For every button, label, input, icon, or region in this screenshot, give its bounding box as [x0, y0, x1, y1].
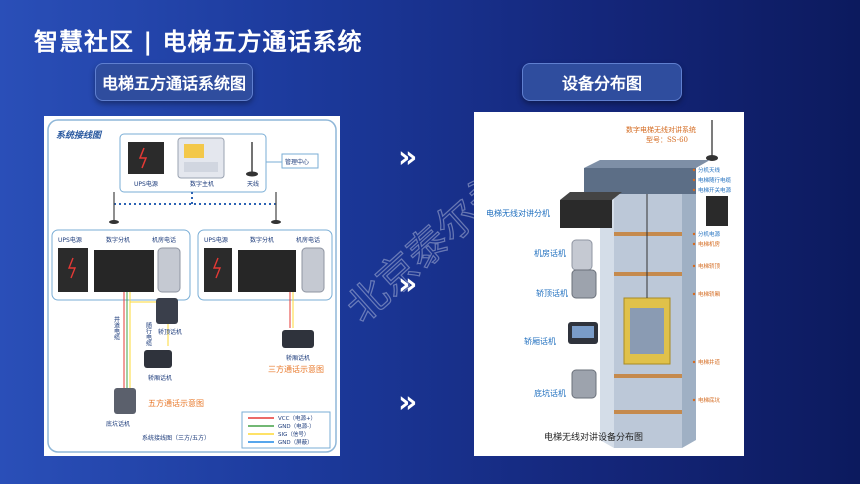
distribution-callout-label: 电梯轿厢 [698, 290, 721, 298]
right-ups-label: UPS电源 [204, 236, 228, 244]
distribution-callout-label: 电梯底坑 [698, 396, 721, 404]
car-phone-device [144, 350, 172, 368]
callout-dot [692, 178, 696, 182]
distribution-callout-label: 电梯轿顶 [698, 262, 721, 270]
right-phone-label: 机房电话 [296, 236, 320, 244]
legend-label: GND（屏蔽） [278, 438, 313, 446]
distribution-callout-label: 电梯井道 [698, 358, 721, 366]
callout-dot [692, 168, 696, 172]
distribution-callout-label: 电梯开关电源 [698, 186, 732, 194]
pit-phone-device [114, 388, 136, 414]
pit-phone-device [571, 369, 597, 399]
callout-dot [692, 264, 696, 268]
right-splitter-label: 数字分机 [250, 236, 274, 244]
system-wiring-diagram: 系统接线图 UPS电源 数字主机 天线 管理中心 UPS电源 数字分机 机房电话 [44, 116, 340, 456]
wiring-diagram-header: 系统接线图 [56, 130, 103, 141]
system-title: 数字电梯无线对讲系统 [626, 125, 696, 134]
arrow-icon: » [398, 140, 418, 175]
callout-dot [692, 232, 696, 236]
legend-label: GND（电源-） [278, 422, 315, 430]
management-center-box [281, 153, 319, 169]
right-car-phone-device [282, 330, 314, 348]
left-splitter-device [94, 250, 154, 292]
well-cable-label: 井道电缆 [113, 315, 120, 341]
car-top-phone-label: 轿顶话机 [536, 288, 568, 298]
antenna-label: 天线 [247, 180, 259, 188]
system-model: 型号：SS-60 [646, 135, 688, 144]
callout-dot [692, 188, 696, 192]
car-top-phone-device [156, 298, 178, 324]
callout-dot [692, 360, 696, 364]
left-ups-label: UPS电源 [58, 236, 82, 244]
page-title: 智慧社区 | 电梯五方通话系统 [34, 28, 363, 56]
top-ups-label: UPS电源 [134, 180, 158, 188]
machine-room-phone-label: 机房话机 [534, 248, 566, 258]
device-distribution-label: 设备分布图 [522, 63, 682, 101]
callout-dot [692, 242, 696, 246]
right-car-phone-label: 轿厢话机 [286, 354, 310, 362]
left-splitter-label: 数字分机 [106, 236, 130, 244]
car-phone-label: 轿厢话机 [524, 336, 556, 346]
left-room-phone [157, 247, 181, 293]
pit-phone-label: 底坑话机 [534, 388, 566, 398]
arrow-icon: » [398, 385, 418, 420]
wiring-footer: 系统接线图（三方/五方） [142, 434, 210, 442]
callout-dot [692, 292, 696, 296]
right-splitter-device [238, 250, 296, 292]
callout-dot [692, 398, 696, 402]
car-top-phone-device [571, 269, 597, 299]
distribution-callout-label: 电梯机房 [698, 240, 721, 248]
distribution-callout-label: 分机电源 [698, 230, 721, 238]
car-top-phone-label: 轿顶话机 [158, 328, 182, 336]
left-phone-label: 机房电话 [152, 236, 176, 244]
traveling-cable-label: 随行电缆 [145, 321, 152, 347]
car-phone-label: 轿厢话机 [148, 374, 172, 382]
intercom-splitter-label: 电梯无线对讲分机 [486, 208, 550, 218]
left-ups-device [58, 248, 88, 292]
distribution-callout-label: 电梯随行电缆 [698, 176, 732, 184]
three-way-caption: 三方通话示意图 [268, 364, 324, 374]
right-room-phone [301, 247, 325, 293]
legend-label: VCC（电源+） [278, 414, 316, 422]
management-center-label: 管理中心 [285, 158, 309, 166]
device-distribution-diagram: 数字电梯无线对讲系统 型号：SS-60 电梯无线对讲分机 机房话机 轿顶话机 轿… [474, 112, 744, 456]
distribution-callout-label: 分机天线 [698, 166, 721, 174]
splitter-power-device [706, 196, 728, 226]
arrow-icon: » [398, 267, 418, 302]
machine-room-top [584, 168, 696, 194]
machine-room-phone-device [571, 239, 593, 271]
right-ups-device [204, 248, 232, 292]
intercom-splitter-device [560, 200, 612, 228]
distribution-caption: 电梯无线对讲设备分布图 [544, 431, 643, 443]
top-host-label: 数字主机 [190, 180, 214, 188]
legend-label: SIG（信号） [278, 430, 309, 438]
five-way-caption: 五方通话示意图 [148, 398, 204, 408]
pit-phone-label: 底坑话机 [106, 420, 130, 428]
legend-entries: VCC（电源+）GND（电源-）SIG（信号）GND（屏蔽） [248, 414, 316, 446]
system-diagram-label: 电梯五方通话系统图 [95, 63, 253, 101]
